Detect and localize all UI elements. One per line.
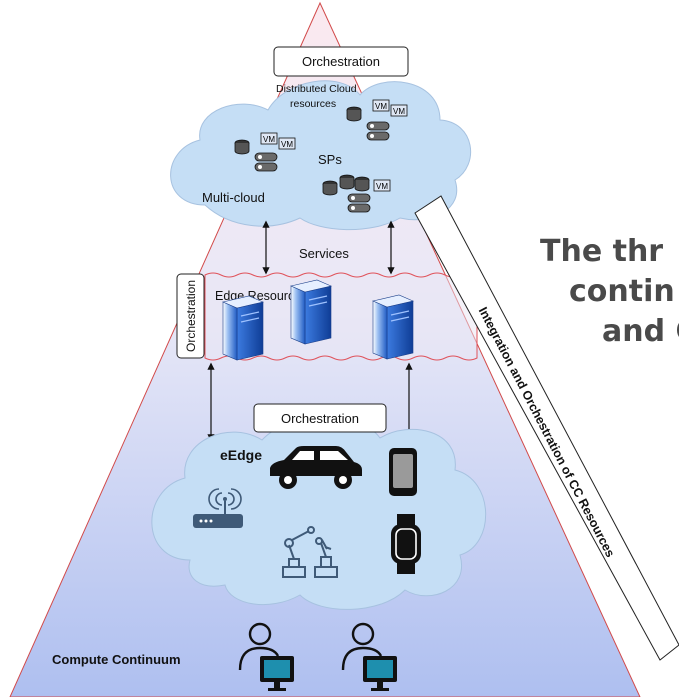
services-label: Services	[299, 246, 349, 261]
multi-cloud-label: Multi-cloud	[202, 190, 265, 205]
heading-line-1: The thr	[540, 234, 664, 269]
distributed-cloud-line2: resources	[290, 98, 336, 110]
cloud-resource-cluster-right: VM VM	[346, 99, 408, 141]
orchestration-left-box	[176, 273, 205, 359]
continuum-heading: The thr contin and C	[540, 232, 679, 352]
svg-text:VM: VM	[375, 102, 387, 111]
edge-server-1	[222, 295, 264, 361]
svg-text:VM: VM	[281, 140, 293, 149]
multi-cloud-cloud	[170, 80, 471, 231]
orchestration-left-label: Orchestration	[184, 280, 198, 352]
heading-line-2: contin	[569, 274, 675, 309]
car-icon	[270, 446, 362, 489]
wifi-router-icon	[193, 488, 243, 528]
distributed-cloud-label: Distributed Cloud resources	[276, 83, 359, 110]
distributed-cloud-line1: Distributed Cloud	[276, 83, 357, 95]
cloud-resource-cluster-bottom: VM	[322, 174, 391, 213]
orchestration-top-box	[273, 46, 409, 77]
compute-continuum-label: Compute Continuum	[52, 652, 181, 667]
orchestration-top-label: Orchestration	[302, 54, 380, 69]
edge-server-3	[372, 294, 414, 360]
sps-label: SPs	[318, 152, 342, 167]
integration-banner	[414, 195, 679, 661]
svg-text:VM: VM	[376, 182, 388, 191]
edge-server-2	[290, 279, 332, 345]
orchestration-middle-label: Orchestration	[281, 411, 359, 426]
svg-text:VM: VM	[393, 107, 405, 116]
eedge-label: eEdge	[220, 447, 262, 463]
smartphone-icon	[389, 448, 417, 496]
heading-line-3: and C	[602, 314, 679, 349]
smartwatch-icon	[391, 514, 421, 574]
orchestration-middle-box	[253, 403, 387, 433]
robot-arms-icon	[282, 526, 338, 578]
svg-text:VM: VM	[263, 135, 275, 144]
cloud-resource-cluster-left: VM VM	[234, 132, 296, 172]
